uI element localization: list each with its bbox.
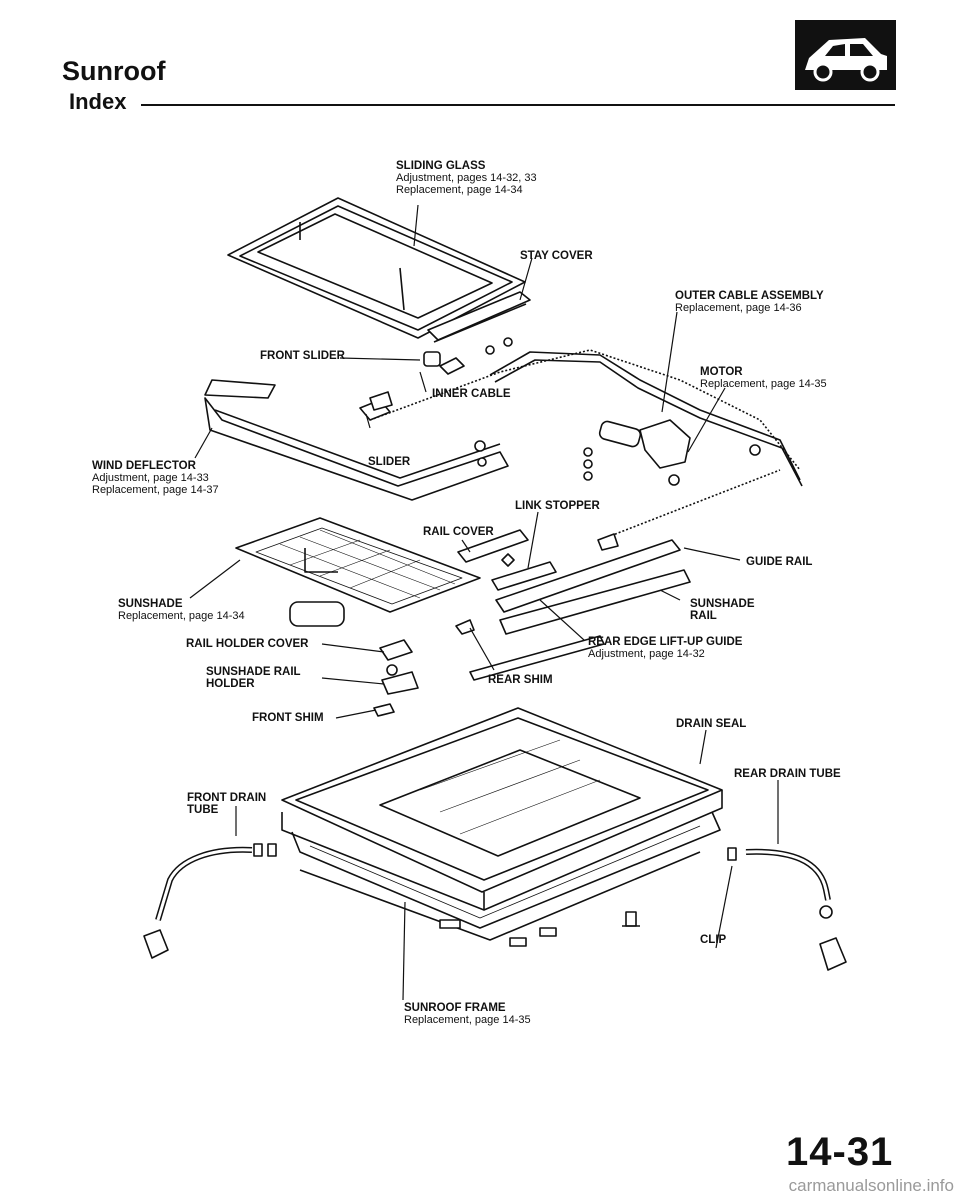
sunshade-label: SUNSHADE Replacement, page 14-34 — [118, 598, 245, 622]
front-drain-tube-label: FRONT DRAIN TUBE — [187, 792, 267, 816]
clip-part — [622, 911, 640, 927]
inner-cable-label: INNER CABLE — [432, 388, 511, 400]
car-silhouette-icon — [795, 20, 896, 90]
link-stopper-label: LINK STOPPER — [515, 500, 600, 512]
sunshade-rail-label: SUNSHADE RAIL — [690, 598, 755, 622]
drain-seal-label: DRAIN SEAL — [676, 718, 747, 730]
rear-drain-tube-part — [727, 847, 847, 971]
sunshade-rail-holder-label: SUNSHADE RAIL HOLDER — [206, 666, 301, 690]
guide-rail-label: GUIDE RAIL — [746, 556, 813, 568]
rail-holder-cover-label: RAIL HOLDER COVER — [186, 638, 309, 650]
front-drain-tube-part — [143, 843, 277, 959]
rear-drain-tube-label: REAR DRAIN TUBE — [734, 768, 841, 780]
guide-rail-part — [495, 533, 691, 635]
outer-cable-label: OUTER CABLE ASSEMBLY Replacement, page 1… — [675, 290, 824, 314]
wind-deflector-label: WIND DEFLECTOR Adjustment, page 14-33 Re… — [92, 460, 219, 496]
sliding-glass-label: SLIDING GLASS Adjustment, pages 14-32, 3… — [396, 160, 537, 196]
stay-cover-part — [427, 291, 531, 343]
leader-lines — [189, 204, 779, 1001]
sunshade-part — [235, 517, 481, 627]
rail-cover-label: RAIL COVER — [423, 526, 494, 538]
stay-cover-label: STAY COVER — [520, 250, 593, 262]
rear-shim-label: REAR SHIM — [488, 674, 553, 686]
front-shim-part — [373, 703, 395, 717]
slider-label: SLIDER — [368, 456, 411, 468]
motor-label: MOTOR Replacement, page 14-35 — [700, 366, 827, 390]
rail-holder-part — [379, 639, 419, 695]
front-slider-part — [423, 351, 465, 375]
sunroof-frame-label: SUNROOF FRAME Replacement, page 14-35 — [404, 1002, 531, 1026]
page-number: 14-31 — [786, 1130, 894, 1174]
bolts-part — [474, 337, 761, 486]
outer-cable-part — [489, 351, 803, 487]
front-shim-label: FRONT SHIM — [252, 712, 324, 724]
motor-part — [598, 419, 691, 469]
page-title: Sunroof — [62, 56, 166, 86]
rear-shim-part — [455, 619, 475, 635]
sunroof-frame-part — [281, 707, 723, 947]
slider-part — [369, 391, 393, 411]
rear-edge-guide-label: REAR EDGE LIFT-UP GUIDE Adjustment, page… — [588, 636, 743, 660]
header-rule — [141, 104, 895, 106]
clip-label: CLIP — [700, 934, 727, 946]
rail-cover-part — [457, 529, 557, 591]
rear-edge-guide-part — [469, 635, 605, 681]
front-slider-label: FRONT SLIDER — [260, 350, 345, 362]
watermark: carmanualsonline.info — [788, 1176, 954, 1195]
wind-deflector-part — [204, 379, 509, 501]
page-subtitle: Index — [69, 89, 127, 114]
